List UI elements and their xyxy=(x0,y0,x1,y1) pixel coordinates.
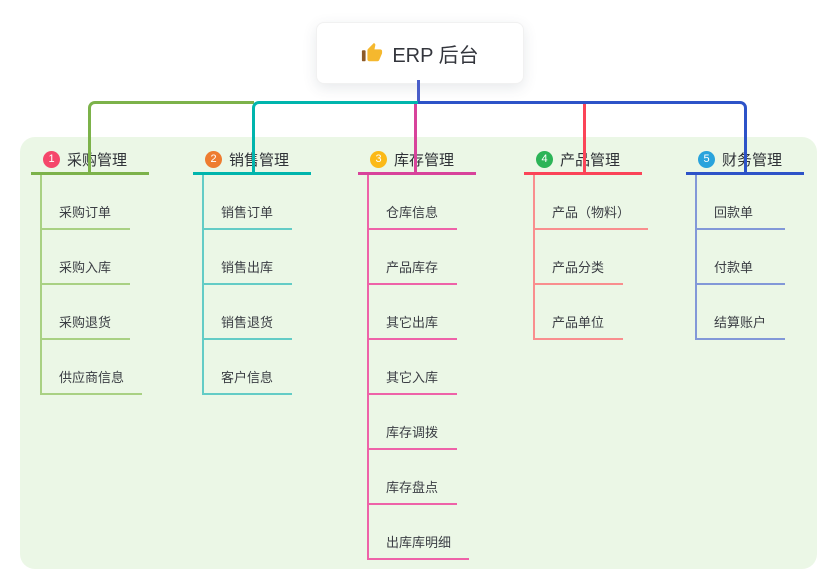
branch-children: 仓库信息 产品库存 其它出库 其它入库 库存调拨 库存盘点 出库库明细 xyxy=(367,175,476,560)
child-node: 销售出库 xyxy=(204,230,311,285)
child-node-label[interactable]: 库存调拨 xyxy=(369,422,457,450)
branch-node: 1 采购管理 采购订单 采购入库 采购退货 供应商信息 xyxy=(31,137,149,395)
branch-number-badge: 5 xyxy=(698,151,715,168)
child-node-label[interactable]: 采购退货 xyxy=(42,312,130,340)
child-node: 产品分类 xyxy=(535,230,642,285)
child-node: 结算账户 xyxy=(697,285,804,340)
child-node-label[interactable]: 产品（物料） xyxy=(535,202,649,230)
child-node: 其它入库 xyxy=(369,340,476,395)
child-node-label[interactable]: 仓库信息 xyxy=(369,202,457,230)
branch-children: 采购订单 采购入库 采购退货 供应商信息 xyxy=(40,175,149,395)
branch-number-badge: 2 xyxy=(205,151,222,168)
thumbs-up-icon xyxy=(361,42,383,64)
child-node-label[interactable]: 销售退货 xyxy=(204,312,292,340)
child-node: 采购入库 xyxy=(42,230,149,285)
branch-number-badge: 1 xyxy=(43,151,60,168)
branch-title-label: 销售管理 xyxy=(229,152,290,169)
branch-children: 销售订单 销售出库 销售退货 客户信息 xyxy=(202,175,311,395)
child-node-label[interactable]: 产品库存 xyxy=(369,257,457,285)
child-node-label[interactable]: 采购订单 xyxy=(42,202,130,230)
child-node-label[interactable]: 销售订单 xyxy=(204,202,292,230)
child-node-label[interactable]: 结算账户 xyxy=(697,312,785,340)
root-node-label: ERP 后台 xyxy=(392,44,479,67)
branch-title-label: 库存管理 xyxy=(394,152,455,169)
child-node: 库存盘点 xyxy=(369,450,476,505)
branch-title[interactable]: 2 销售管理 xyxy=(193,137,311,175)
child-node: 销售退货 xyxy=(204,285,311,340)
child-node: 采购退货 xyxy=(42,285,149,340)
child-node-label[interactable]: 付款单 xyxy=(697,257,785,285)
child-node: 产品单位 xyxy=(535,285,642,340)
branch-title-label: 产品管理 xyxy=(560,152,621,169)
child-node-label[interactable]: 采购入库 xyxy=(42,257,130,285)
child-node-label[interactable]: 回款单 xyxy=(697,202,785,230)
child-node: 出库库明细 xyxy=(369,505,476,560)
child-node: 采购订单 xyxy=(42,175,149,230)
child-node-label[interactable]: 其它出库 xyxy=(369,312,457,340)
branch-title[interactable]: 4 产品管理 xyxy=(524,137,642,175)
child-node: 供应商信息 xyxy=(42,340,149,395)
child-node-label[interactable]: 客户信息 xyxy=(204,367,292,395)
child-node: 产品库存 xyxy=(369,230,476,285)
child-node: 销售订单 xyxy=(204,175,311,230)
child-node: 付款单 xyxy=(697,230,804,285)
branch-title[interactable]: 5 财务管理 xyxy=(686,137,804,175)
child-node-label[interactable]: 其它入库 xyxy=(369,367,457,395)
branch-node: 5 财务管理 回款单 付款单 结算账户 xyxy=(686,137,804,340)
child-node-label[interactable]: 销售出库 xyxy=(204,257,292,285)
branch-title-label: 采购管理 xyxy=(67,152,128,169)
branch-number-badge: 3 xyxy=(370,151,387,168)
branch-number-badge: 4 xyxy=(536,151,553,168)
branches-panel xyxy=(20,137,817,569)
child-node: 产品（物料） xyxy=(535,175,649,230)
child-node-label[interactable]: 库存盘点 xyxy=(369,477,457,505)
branch-children: 回款单 付款单 结算账户 xyxy=(695,175,804,340)
child-node-label[interactable]: 供应商信息 xyxy=(42,367,143,395)
child-node-label[interactable]: 产品分类 xyxy=(535,257,623,285)
child-node: 其它出库 xyxy=(369,285,476,340)
child-node-label[interactable]: 出库库明细 xyxy=(369,532,470,560)
branch-node: 3 库存管理 仓库信息 产品库存 其它出库 其它入库 库存调拨 库存盘点 出库库… xyxy=(358,137,476,560)
child-node: 库存调拨 xyxy=(369,395,476,450)
branch-node: 2 销售管理 销售订单 销售出库 销售退货 客户信息 xyxy=(193,137,311,395)
branch-title[interactable]: 1 采购管理 xyxy=(31,137,149,175)
branch-title[interactable]: 3 库存管理 xyxy=(358,137,476,175)
child-node-label[interactable]: 产品单位 xyxy=(535,312,623,340)
branch-node: 4 产品管理 产品（物料） 产品分类 产品单位 xyxy=(524,137,649,340)
child-node: 仓库信息 xyxy=(369,175,476,230)
branch-children: 产品（物料） 产品分类 产品单位 xyxy=(533,175,649,340)
root-node[interactable]: ERP 后台 xyxy=(316,22,524,84)
child-node: 回款单 xyxy=(697,175,804,230)
child-node: 客户信息 xyxy=(204,340,311,395)
branch-title-label: 财务管理 xyxy=(722,152,783,169)
